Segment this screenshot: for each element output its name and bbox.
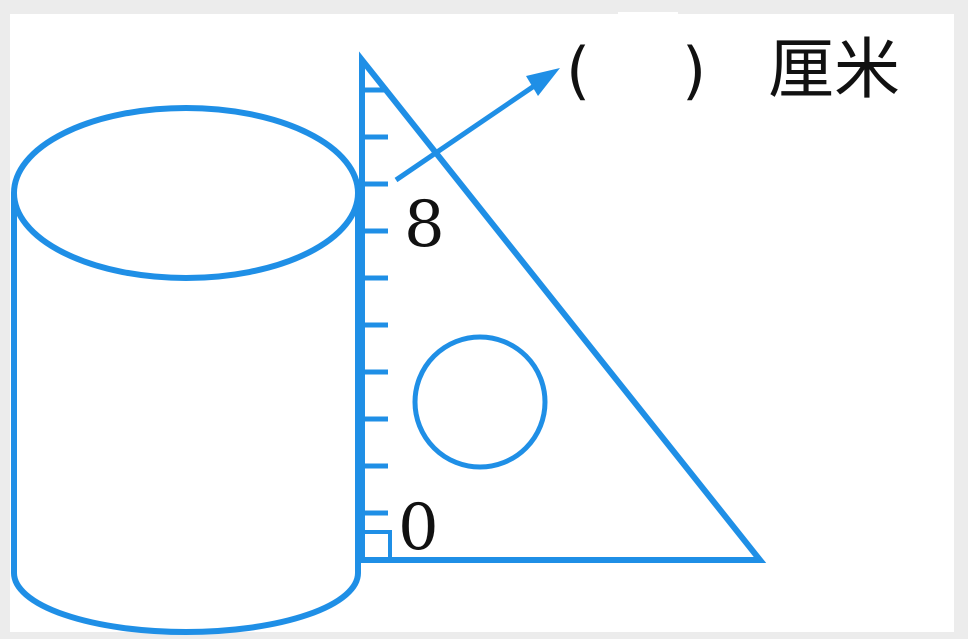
cylinder-top [11, 105, 361, 281]
label-0: 0 [398, 491, 439, 565]
ruler-outline [359, 51, 767, 563]
triangle-ruler [359, 51, 767, 563]
label-8: 8 [404, 188, 445, 262]
arrow-head [526, 68, 560, 96]
answer-unit: 厘米 [768, 31, 900, 108]
ruler-ticks [362, 87, 388, 516]
cylinder-body [11, 193, 361, 635]
answer-box[interactable] [618, 12, 678, 104]
answer-open-paren: ( [566, 34, 590, 107]
answer-close-paren: ) [682, 34, 706, 107]
right-angle-marker [362, 530, 392, 560]
pointer-arrow [394, 68, 560, 183]
answer-blank: ( ) 厘米 [566, 12, 900, 108]
ruler-hole [412, 334, 548, 470]
cylinder [11, 105, 361, 635]
arrow-shaft [394, 79, 542, 183]
